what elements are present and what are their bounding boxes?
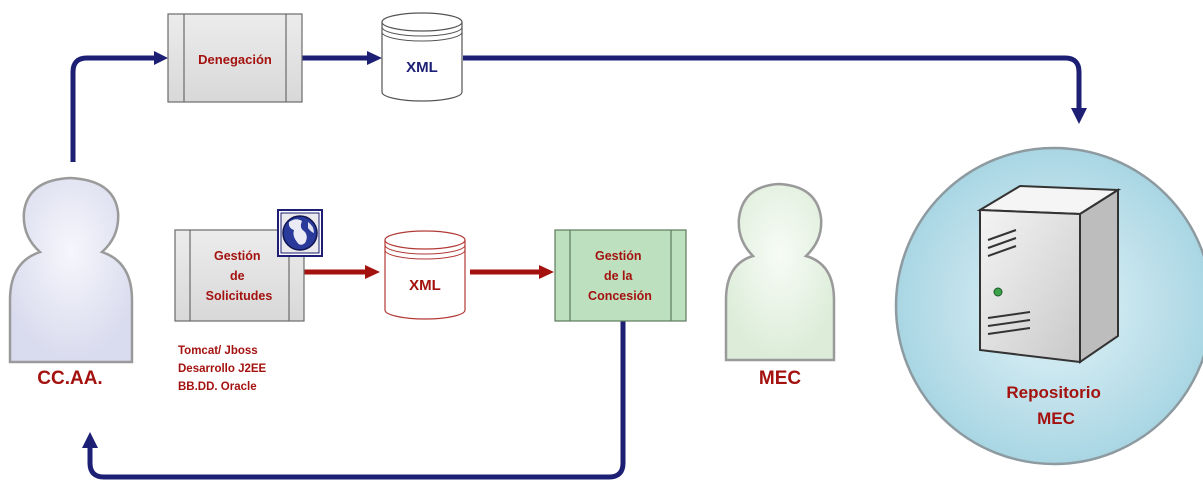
svg-text:Tomcat/ Jboss Desarrollo: Tomcat/ Jboss Desarrollo J2EE BB.DD. Ora… (178, 345, 269, 393)
server-icon (976, 184, 1122, 364)
repository-label-line-1: Repositorio (1006, 383, 1100, 402)
actor-ccaa[interactable]: CC.AA. (8, 176, 134, 389)
tech-note-development: Desarrollo J2EE (178, 363, 267, 375)
concesion-label-line-2: de la (604, 269, 634, 283)
data-store-xml-middle[interactable]: XML (384, 230, 466, 320)
svg-text:Gestión de la Conc: Gestión de la Concesión (588, 249, 652, 303)
data-store-xml-top[interactable]: XML (381, 12, 463, 102)
concesion-label-line-3: Concesión (588, 289, 652, 303)
repository-label-line-2: MEC (1037, 409, 1075, 428)
svg-text:Repositorio MEC: Repositorio MEC (1006, 383, 1105, 428)
connector-concesion-to-ccaa (82, 320, 626, 480)
globe-icon[interactable] (277, 209, 323, 257)
solicitudes-label-line-2: de (230, 269, 245, 283)
tech-notes: Tomcat/ Jboss Desarrollo J2EE BB.DD. Ora… (178, 345, 269, 393)
person-icon (724, 182, 836, 362)
connector-denegacion-to-xml-top (302, 51, 382, 65)
process-denegacion[interactable]: Denegación (167, 13, 303, 103)
process-gestion-concesion[interactable]: Gestión de la Concesión (554, 229, 687, 322)
connector-xml-top-to-repository (463, 55, 1087, 124)
actor-ccaa-label: CC.AA. (37, 368, 102, 389)
connector-ccaa-to-denegacion (70, 51, 168, 162)
data-store-xml-top-label: XML (406, 59, 438, 76)
actor-mec-label: MEC (759, 368, 802, 389)
tech-note-database: BB.DD. Oracle (178, 381, 257, 393)
tech-note-server: Tomcat/ Jboss (178, 345, 258, 357)
process-denegacion-label: Denegación (198, 52, 272, 67)
person-icon (8, 176, 134, 364)
repository-mec[interactable]: Repositorio MEC (894, 146, 1203, 466)
actor-mec[interactable]: MEC (724, 182, 836, 389)
solicitudes-label-line-1: Gestión (214, 249, 261, 263)
data-store-xml-middle-label: XML (409, 277, 441, 294)
svg-text:Gestión de Solicit: Gestión de Solicitudes (206, 249, 273, 303)
concesion-label-line-1: Gestión (595, 249, 642, 263)
connector-xml-middle-to-concesion (470, 265, 554, 279)
connector-solicitudes-to-xml-middle (303, 265, 380, 279)
solicitudes-label-line-3: Solicitudes (206, 289, 273, 303)
